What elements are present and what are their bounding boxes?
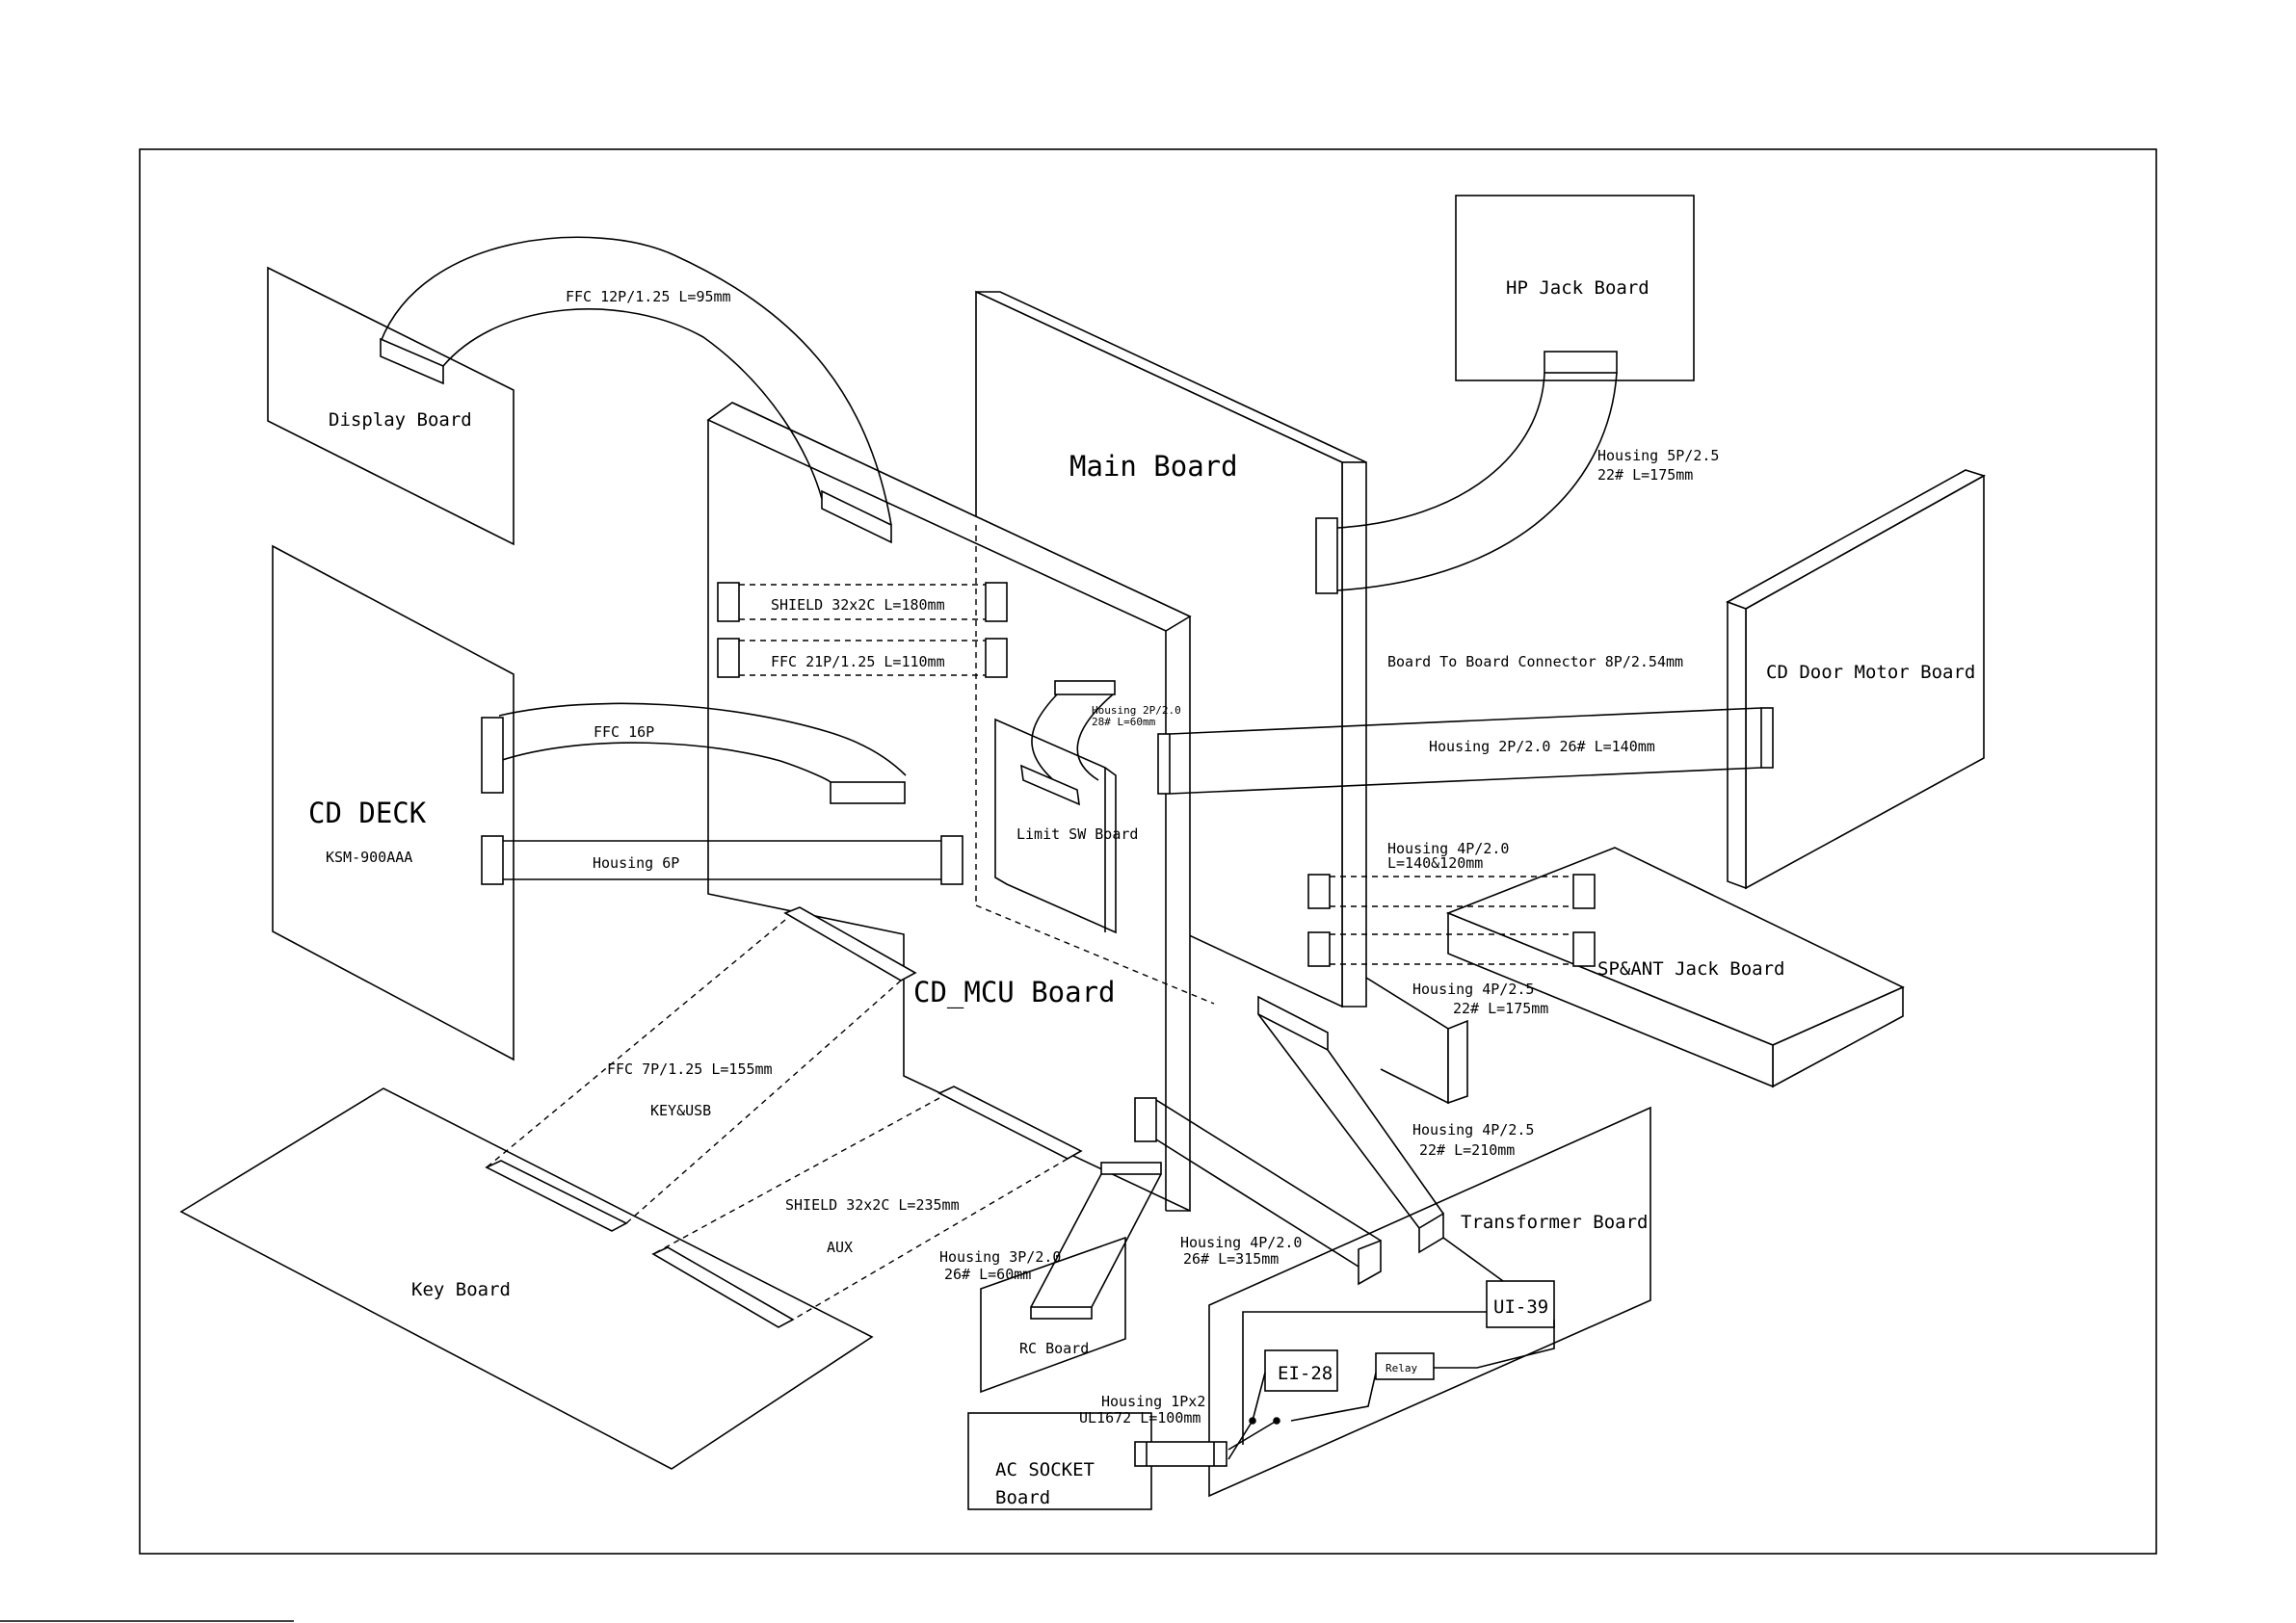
housing-4p-315-label-2: 26# L=315mm — [1183, 1250, 1279, 1268]
hidden-line-diagonal — [975, 904, 1215, 1005]
ac-housing-label-2: UL1672 L=100mm — [1079, 1409, 1201, 1427]
cable-ffc-12p — [380, 236, 892, 544]
display-board-label: Display Board — [329, 409, 472, 431]
housing-2p-140-label: Housing 2P/2.0 26# L=140mm — [1429, 738, 1655, 755]
ffc-16p-label: FFC 16P — [594, 723, 654, 741]
rc-housing-label-2: 26# L=60mm — [944, 1266, 1031, 1283]
cable-limit-sw — [1020, 680, 1116, 806]
transformer-board — [1208, 1106, 1651, 1498]
cable-hp-jack — [1315, 351, 1618, 594]
rc-housing-label-1: Housing 3P/2.0 — [939, 1248, 1061, 1266]
hp-jack-board-label: HP Jack Board — [1506, 277, 1649, 299]
hp-jack-board — [1455, 195, 1695, 381]
ac-housing-label-1: Housing 1Px2 — [1101, 1393, 1205, 1410]
main-board-label: Main Board — [1069, 450, 1238, 483]
relay-label: Relay — [1386, 1362, 1417, 1374]
cable-shield-235 — [651, 1086, 1083, 1328]
ffc-12p-label: FFC 12P/1.25 L=95mm — [566, 288, 731, 305]
cd-door-motor-board-label: CD Door Motor Board — [1766, 662, 1975, 683]
limit-housing-label-1: Housing 2P/2.0 — [1092, 704, 1181, 717]
cd-mcu-board — [706, 402, 1192, 1213]
key-usb-label: KEY&USB — [650, 1102, 711, 1119]
housing-4p-210-label-2: 22# L=210mm — [1419, 1141, 1515, 1159]
cable-housing-2p-140 — [1157, 707, 1774, 795]
hp-housing-label-1: Housing 5P/2.5 — [1597, 447, 1719, 464]
cable-rc-housing — [1030, 1162, 1162, 1320]
key-board — [179, 1087, 874, 1470]
main-board-tab — [1365, 977, 1468, 1105]
transformer-internals — [1227, 1237, 1555, 1460]
ffc-21p-label: FFC 21P/1.25 L=110mm — [771, 653, 945, 670]
rc-board-label: RC Board — [1019, 1340, 1089, 1357]
cd-door-motor-board — [1726, 469, 1987, 890]
ac-socket-label-1: AC SOCKET — [995, 1459, 1095, 1480]
sp-housing-label-1: Housing 4P/2.0 — [1387, 840, 1509, 857]
housing-6p-label: Housing 6P — [593, 854, 679, 872]
ei28-label: EI-28 — [1278, 1363, 1333, 1384]
cable-ffc-7p — [485, 906, 917, 1232]
limit-housing-label-2: 28# L=60mm — [1092, 716, 1156, 728]
cd-deck — [272, 544, 515, 1061]
limit-sw-board-label: Limit SW Board — [1016, 825, 1138, 843]
b2b-connector-label: Board To Board Connector 8P/2.54mm — [1387, 653, 1683, 670]
hp-housing-label-2: 22# L=175mm — [1597, 466, 1693, 484]
transformer-board-label: Transformer Board — [1461, 1212, 1648, 1233]
sp-ant-jack-board — [1445, 847, 1905, 1088]
cable-housing-4p-210 — [1257, 995, 1444, 1254]
housing-4p-210-label-1: Housing 4P/2.5 — [1412, 1121, 1534, 1139]
key-board-label: Key Board — [411, 1279, 511, 1300]
display-board — [267, 266, 515, 546]
shield-180-label: SHIELD 32x2C L=180mm — [771, 596, 945, 614]
main-housing-175-label-2: 22# L=175mm — [1453, 1000, 1548, 1017]
shield-235-label: SHIELD 32x2C L=235mm — [785, 1196, 960, 1214]
ui39-label: UI-39 — [1493, 1296, 1548, 1318]
housing-4p-315-label-1: Housing 4P/2.0 — [1180, 1234, 1302, 1251]
cable-sp-housing — [1307, 874, 1596, 967]
cd-deck-label: CD DECK — [308, 797, 427, 829]
cable-ac-housing — [1134, 1441, 1227, 1467]
cd-mcu-board-label: CD_MCU Board — [913, 976, 1116, 1009]
aux-label: AUX — [827, 1239, 853, 1256]
drawing-frame — [139, 148, 2157, 1555]
cable-housing-4p-315 — [1134, 1097, 1382, 1286]
main-housing-175-label-1: Housing 4P/2.5 — [1412, 981, 1534, 998]
cable-shield-180 — [717, 582, 1008, 622]
cable-ffc-21p — [717, 638, 1008, 678]
ffc-7p-label: FFC 7P/1.25 L=155mm — [607, 1060, 773, 1078]
cd-deck-model-label: KSM-900AAA — [326, 849, 412, 866]
sp-housing-label-2: L=140&120mm — [1387, 854, 1483, 872]
cable-ffc-16p — [481, 702, 907, 804]
ac-socket-label-2: Board — [995, 1487, 1050, 1508]
cable-housing-6p — [481, 835, 963, 885]
sp-ant-jack-board-label: SP&ANT Jack Board — [1597, 958, 1784, 980]
